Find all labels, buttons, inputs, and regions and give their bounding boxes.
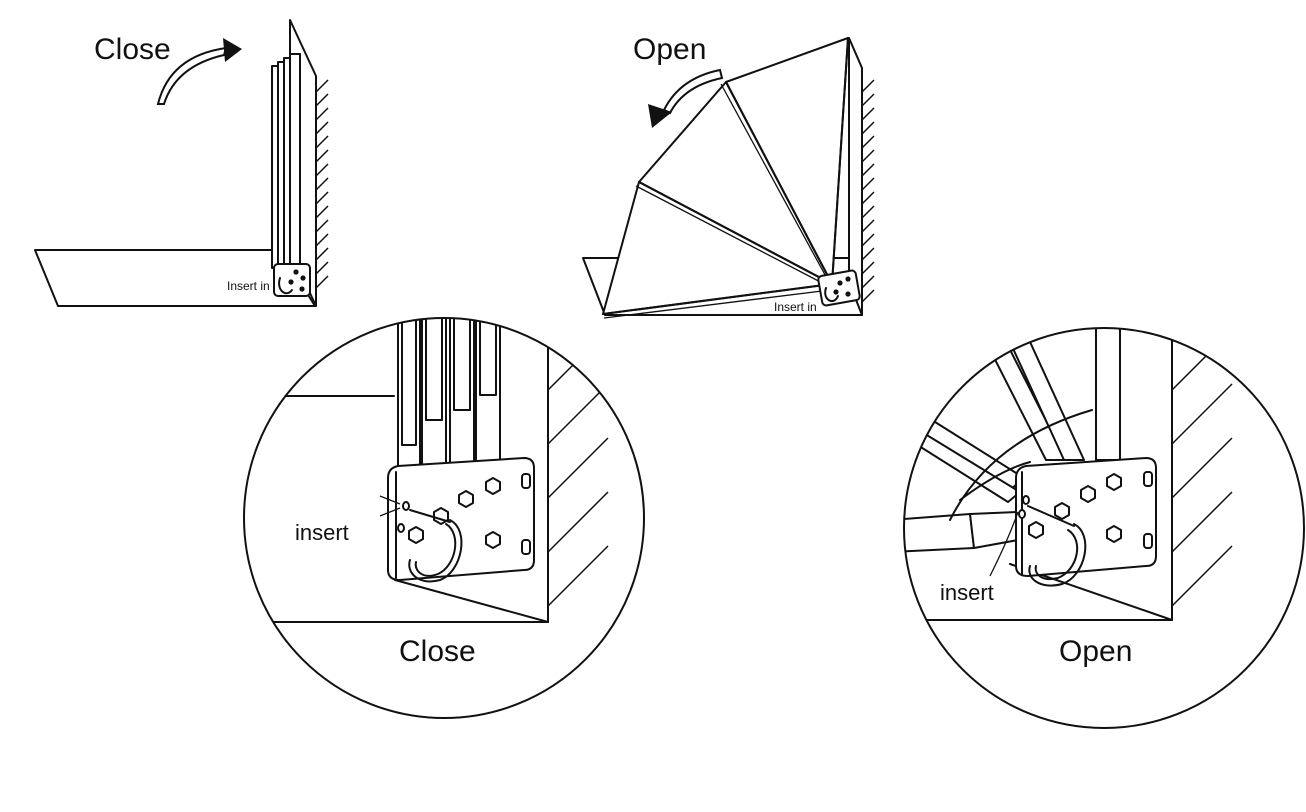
hatch-line (547, 545, 609, 607)
hatch-line (315, 191, 329, 205)
hatch-line (861, 289, 875, 303)
hatch-line (861, 149, 875, 163)
detail-bracket-left (379, 457, 535, 583)
hatch-line (1171, 383, 1233, 445)
bracket-small-right (817, 269, 861, 307)
detail-open-label: Open (1059, 635, 1132, 668)
hatch-line (861, 163, 875, 177)
hatch-line (861, 79, 875, 93)
hatch-line (861, 247, 875, 261)
hatch-line (315, 149, 329, 163)
hatch-line (547, 491, 609, 553)
hatch-line (1171, 437, 1233, 499)
detail-insert-label-left: insert (295, 520, 349, 545)
open-title: Open (633, 33, 706, 66)
insert-label-small-left: Insert in (227, 279, 270, 293)
open-screen-illustration: Insert in Open (582, 33, 875, 319)
insert-label-small-right: Insert in (774, 300, 817, 314)
hatch-line (861, 233, 875, 247)
wall-hatching-right (861, 79, 875, 303)
hatch-line (315, 93, 329, 107)
folded-panels (271, 53, 301, 269)
hatch-line (315, 107, 329, 121)
hatch-line (1171, 491, 1233, 553)
detail-close-label: Close (399, 635, 476, 668)
hatch-line (861, 261, 875, 275)
hatch-line (861, 219, 875, 233)
detail-bracket-right (989, 457, 1157, 587)
hatch-line (315, 121, 329, 135)
bracket-small-left (273, 263, 311, 297)
hatch-line (1171, 545, 1233, 607)
detail-close-circle: insert Close (243, 317, 645, 719)
detail-open-circle: insert Open (903, 327, 1305, 729)
open-arrow-icon (648, 68, 724, 128)
hatch-line (315, 205, 329, 219)
hatch-line (547, 383, 609, 445)
wall-hatching-left (315, 79, 329, 289)
hatch-line (315, 79, 329, 93)
wall-right (848, 37, 863, 316)
close-arrow-icon (156, 38, 242, 105)
hatch-line (861, 107, 875, 121)
close-title: Close (94, 33, 171, 66)
hatch-line (315, 163, 329, 177)
hatch-line (547, 437, 609, 499)
hatch-line (861, 121, 875, 135)
hatch-line (1171, 329, 1233, 391)
hatch-line (861, 275, 875, 289)
hatch-line (315, 135, 329, 149)
hatch-line (861, 205, 875, 219)
fan-panels (602, 37, 849, 319)
hatch-line (315, 247, 329, 261)
hatch-line (315, 275, 329, 289)
hatch-line (315, 233, 329, 247)
hatch-line (315, 219, 329, 233)
hatch-line (547, 329, 609, 391)
detail-folded-posts (397, 318, 501, 471)
detail-fan-ribs (904, 328, 1121, 553)
closed-screen-illustration: Insert in Close (34, 19, 329, 307)
hatch-line (861, 191, 875, 205)
hatch-line (861, 177, 875, 191)
hatch-line (315, 261, 329, 275)
hatch-line (861, 135, 875, 149)
detail-insert-label-right: insert (940, 580, 994, 605)
hatch-line (861, 93, 875, 107)
hatch-line (315, 177, 329, 191)
